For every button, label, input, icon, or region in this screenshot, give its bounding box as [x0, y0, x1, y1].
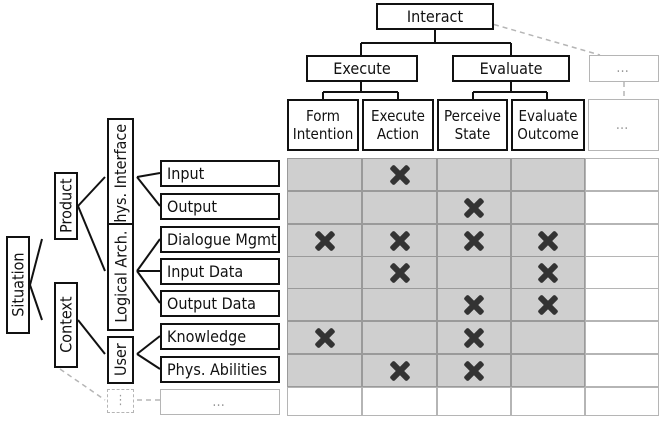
matrix-cell [287, 158, 362, 191]
matrix-cell [287, 354, 362, 387]
cross-mark-icon [390, 263, 410, 283]
row-label-more: … [160, 389, 280, 415]
row-label-knowledge: Knowledge [160, 323, 280, 350]
matrix-cell-placeholder [437, 387, 511, 416]
cross-mark-icon [390, 231, 410, 251]
matrix-cell [511, 321, 585, 354]
column-header-evaluate-outcome: Evaluate Outcome [511, 99, 585, 151]
matrix-cell [362, 321, 437, 354]
evaluate-node: Evaluate [452, 55, 570, 82]
cross-mark-icon [390, 361, 410, 381]
matrix-cell [362, 288, 437, 321]
matrix-cell [437, 158, 511, 191]
cross-mark-icon [315, 328, 335, 348]
matrix-cell-placeholder [287, 387, 362, 416]
cross-mark-icon [390, 165, 410, 185]
cross-mark-icon [464, 361, 484, 381]
phys-interface-node: Phys. Interface [107, 118, 134, 238]
matrix-cell [511, 354, 585, 387]
row-label-phys-abilities: Phys. Abilities [160, 356, 280, 383]
matrix-cell-placeholder [362, 387, 437, 416]
interact-node: Interact [376, 3, 494, 30]
matrix-cell [287, 288, 362, 321]
context-node: Context [54, 282, 78, 368]
matrix-cell-placeholder [585, 321, 659, 354]
matrix-cell [437, 256, 511, 289]
column-header-perceive-state: Perceive State [437, 99, 508, 151]
matrix-cell-placeholder [511, 387, 585, 416]
matrix-cell [362, 191, 437, 224]
cross-mark-icon [538, 231, 558, 251]
row-label-input: Input [160, 160, 280, 187]
row-label-output-data: Output Data [160, 290, 280, 317]
matrix-cell-placeholder [585, 354, 659, 387]
matrix-cell-placeholder [585, 256, 659, 289]
matrix-cell-placeholder [585, 288, 659, 321]
cross-mark-icon [315, 231, 335, 251]
product-node: Product [54, 172, 78, 240]
matrix-cell [287, 191, 362, 224]
row-label-dialogue-mgmt: Dialogue Mgmt. [160, 226, 281, 253]
matrix-cell [287, 256, 362, 289]
more-categories-node: ⋮ [107, 389, 134, 413]
row-label-input-data: Input Data [160, 258, 280, 285]
column-header-form-intention: Form Intention [287, 99, 359, 151]
cross-mark-icon [538, 295, 558, 315]
situation-node: Situation [6, 236, 30, 334]
matrix-cell [511, 191, 585, 224]
matrix-cell [511, 158, 585, 191]
matrix-cell [437, 224, 511, 257]
more-columns-node: … [589, 55, 659, 82]
matrix-cell-placeholder [585, 387, 659, 416]
row-label-output: Output [160, 193, 280, 220]
cross-mark-icon [464, 295, 484, 315]
matrix-cell-placeholder [585, 224, 659, 257]
matrix-cell-placeholder [585, 158, 659, 191]
cross-mark-icon [464, 198, 484, 218]
logical-arch-node: Logical Arch. [107, 223, 134, 331]
cross-mark-icon [464, 231, 484, 251]
column-header-execute-action: Execute Action [362, 99, 434, 151]
execute-node: Execute [306, 55, 418, 82]
user-node: User [107, 336, 134, 384]
cross-mark-icon [464, 328, 484, 348]
column-header-more: … [588, 99, 659, 151]
cross-mark-icon [538, 263, 558, 283]
matrix-cell-placeholder [585, 191, 659, 224]
